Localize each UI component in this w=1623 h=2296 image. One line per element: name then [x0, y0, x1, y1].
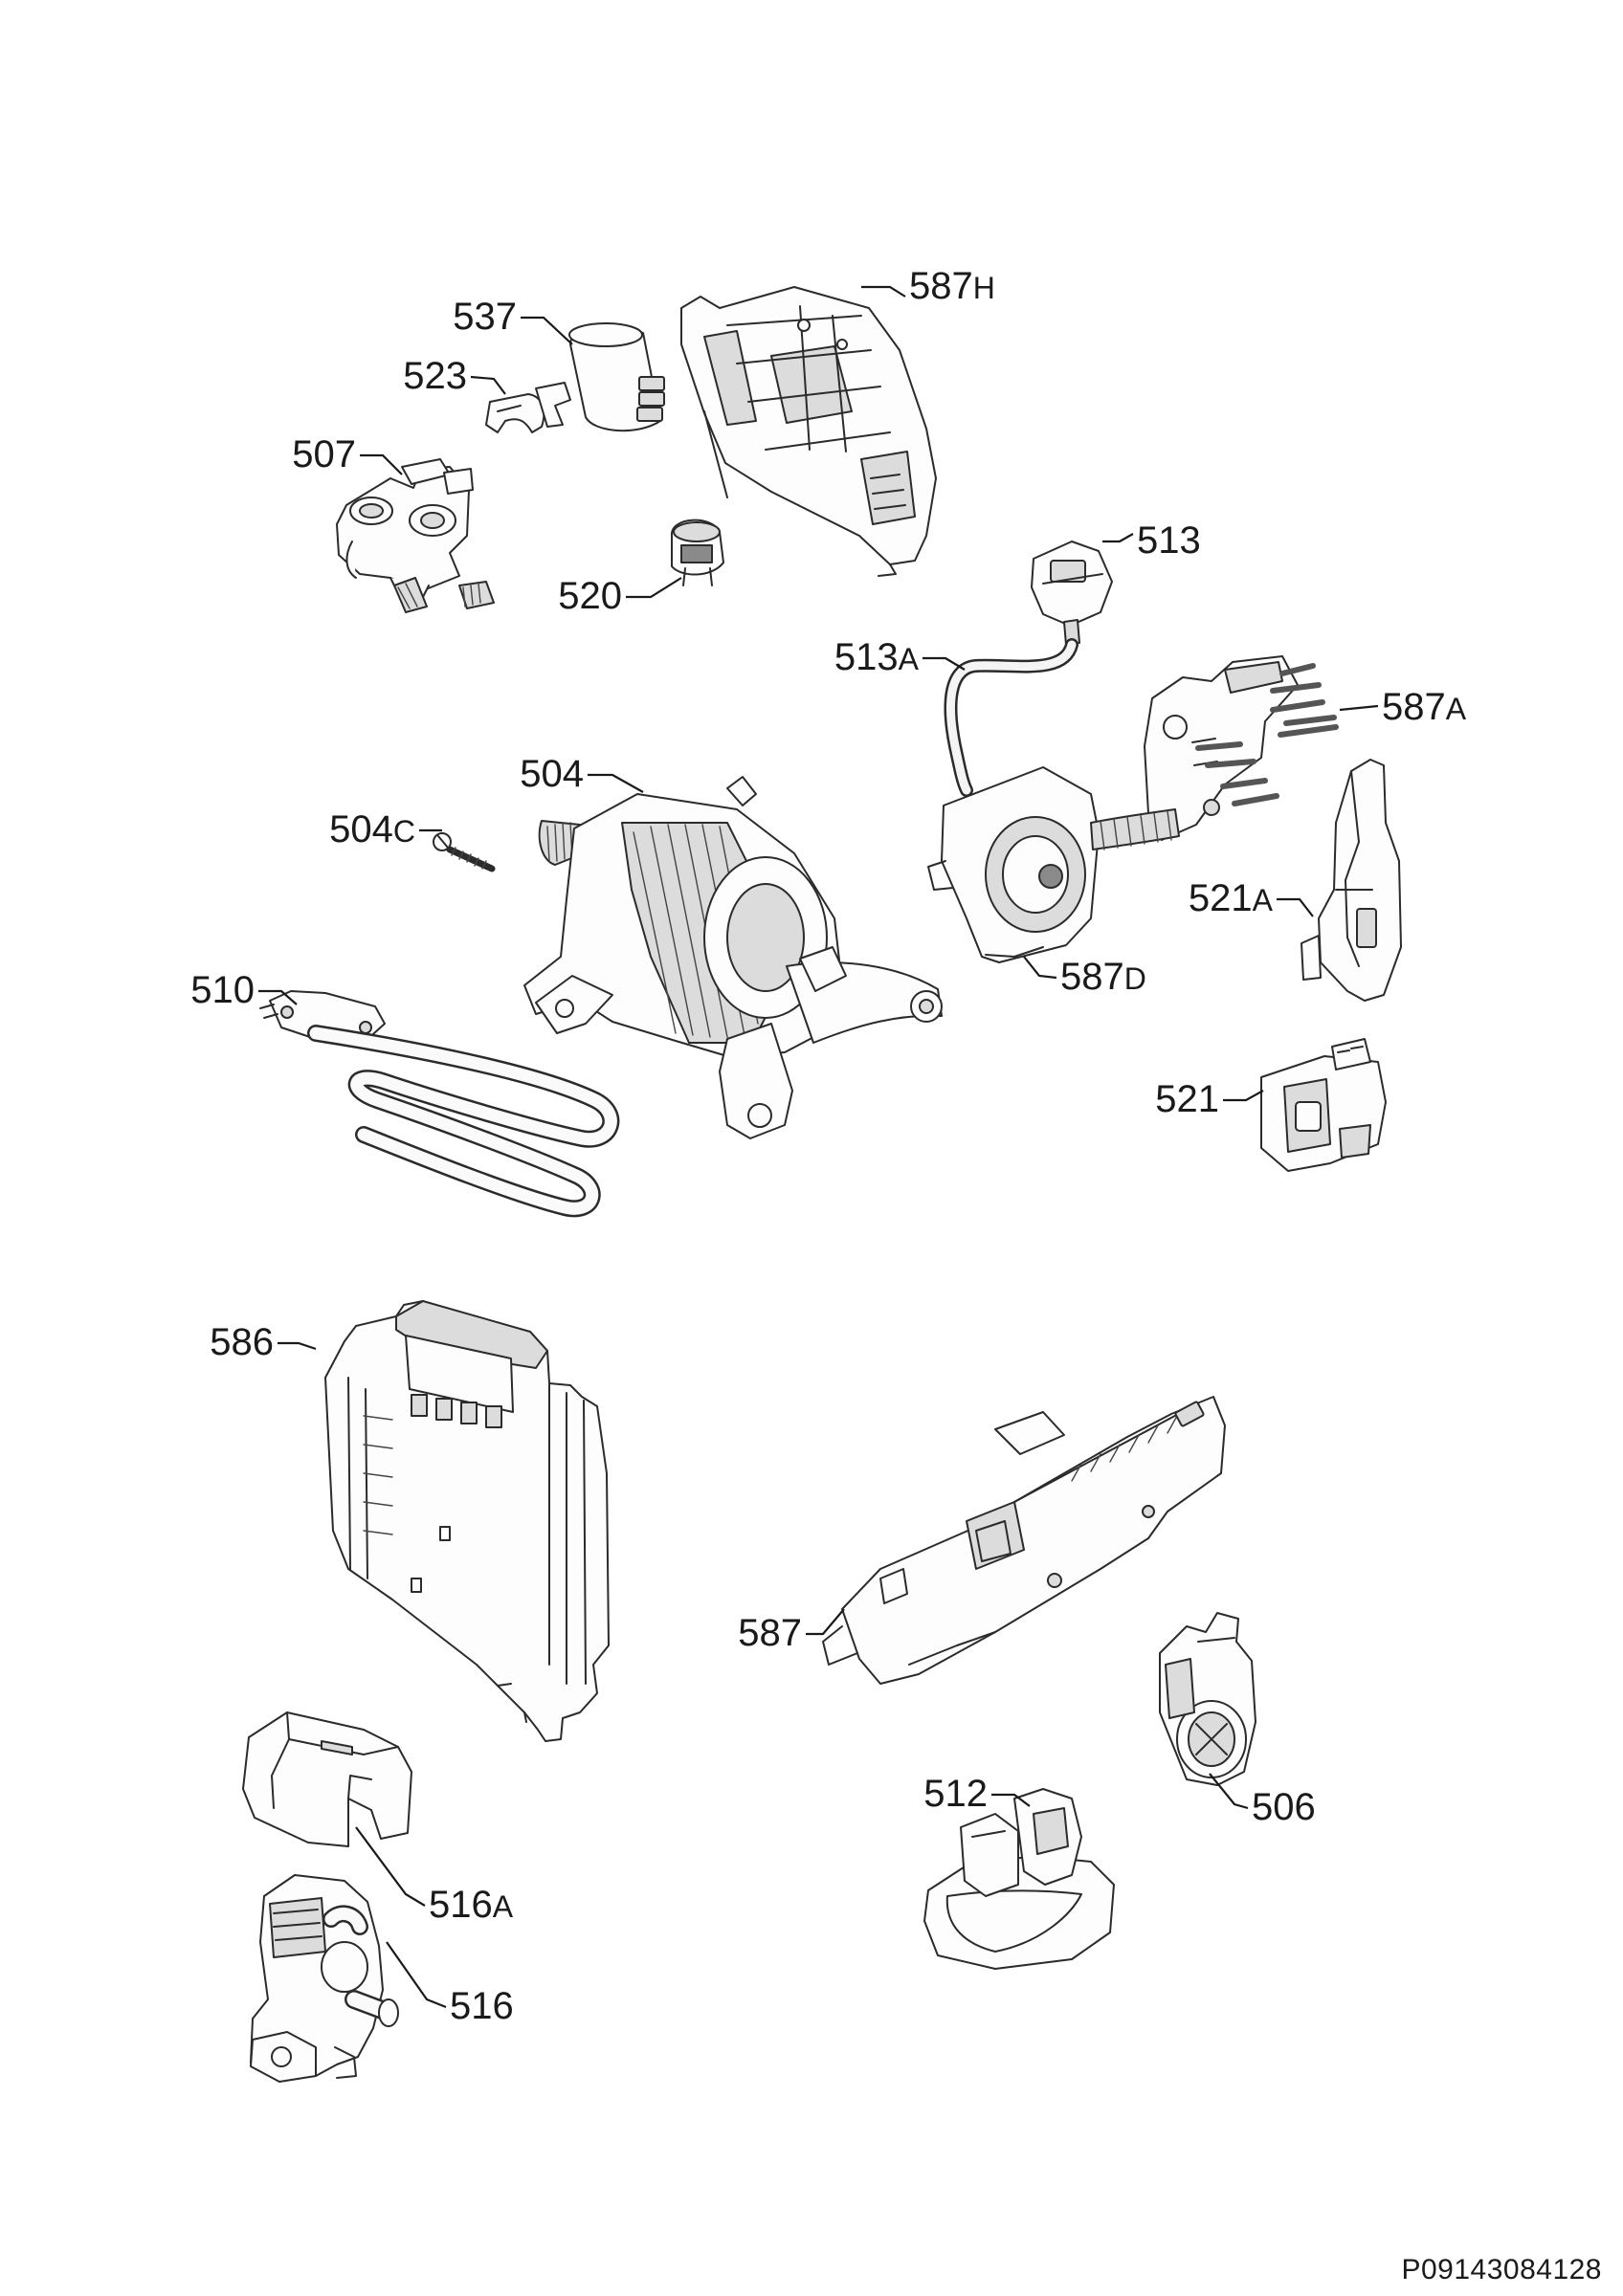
hose-icon [944, 638, 1078, 797]
cable-clip-icon [485, 382, 571, 433]
part-label: 513 [1137, 519, 1201, 562]
knob-module-icon [927, 766, 1180, 963]
part-label: 516A [429, 1884, 514, 1926]
part-label: 521A [1189, 877, 1274, 919]
pressure-switch-icon [1031, 541, 1113, 646]
heating-element-icon [259, 990, 620, 1218]
part-label: 507 [292, 433, 356, 475]
electronic-module-housing-icon [680, 286, 937, 577]
connector-icon [670, 519, 724, 586]
part-label: 513A [834, 636, 920, 678]
circulation-pump-icon [250, 1874, 399, 2083]
part-label: 521 [1155, 1078, 1219, 1120]
pump-cover-icon [242, 1711, 412, 1847]
part-label: 504C [329, 808, 415, 850]
part-label: 506 [1252, 1786, 1316, 1828]
sensor-icon [923, 1788, 1115, 1970]
inverter-module-icon [324, 1300, 610, 1742]
door-lock-icon [1260, 1038, 1387, 1172]
part-label: 512 [923, 1773, 988, 1815]
part-label: 520 [558, 575, 622, 617]
part-label: 504 [520, 753, 584, 795]
motor-icon [523, 776, 943, 1139]
part-label: 510 [190, 969, 255, 1011]
part-label: 587D [1060, 956, 1146, 998]
part-label: 523 [403, 355, 467, 397]
part-labels: 587H 537 523 507 520 513 513A 587A 504 5… [190, 265, 1467, 2027]
part-label: 587 [738, 1612, 802, 1654]
main-board-icon [822, 1396, 1226, 1685]
document-id: P09143084128 [1401, 2254, 1602, 2285]
screw-icon [433, 832, 496, 872]
part-label: 516 [450, 1985, 514, 2027]
part-label: 587A [1382, 686, 1467, 728]
leader-lines [258, 285, 1379, 2009]
drain-pump-icon [1159, 1612, 1256, 1786]
inlet-valve-icon [336, 458, 495, 613]
part-label: 587H [909, 265, 995, 307]
bracket-icon [1301, 759, 1402, 1002]
capacitor-filter-icon [568, 322, 665, 432]
control-board-icon [1144, 655, 1339, 841]
part-label: 586 [210, 1321, 274, 1363]
part-label: 537 [453, 296, 517, 338]
